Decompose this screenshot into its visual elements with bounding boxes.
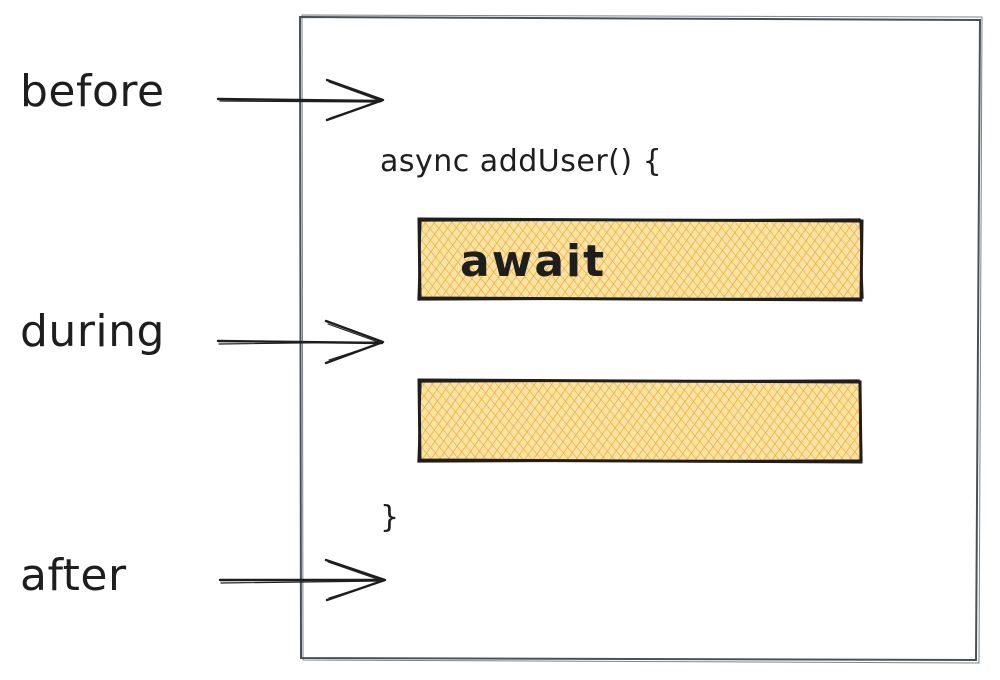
await-keyword: await xyxy=(460,236,607,287)
continuation-block xyxy=(417,378,863,464)
await-block xyxy=(417,217,864,302)
function-frame xyxy=(298,14,983,664)
arrow-during xyxy=(216,319,385,365)
after-label: after xyxy=(20,550,127,601)
arrow-after xyxy=(218,558,387,602)
during-label: during xyxy=(20,306,165,357)
closing-brace: } xyxy=(380,500,400,535)
before-label: before xyxy=(20,66,165,117)
function-signature: async addUser() { xyxy=(380,144,663,179)
arrow-before xyxy=(216,78,385,122)
